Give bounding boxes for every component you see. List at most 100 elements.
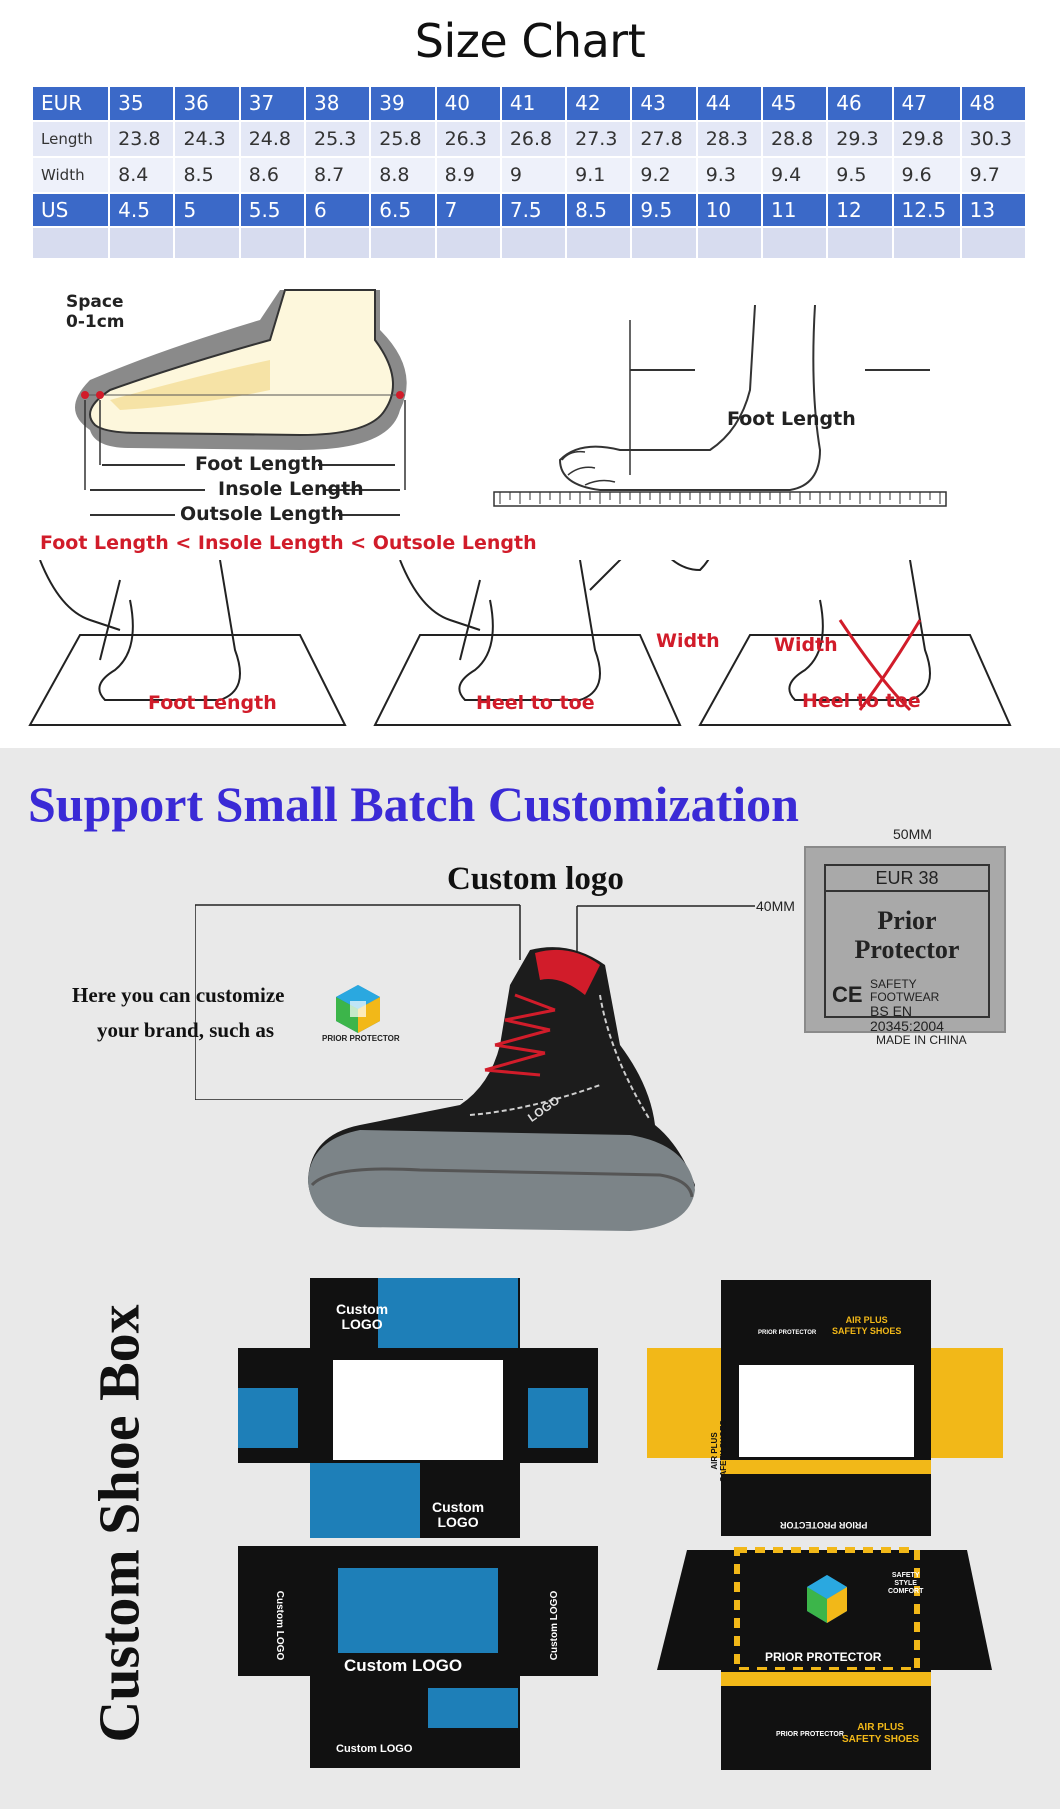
foot-ruler-illustration [493,304,947,507]
step-illustrations [28,560,1012,726]
size-label-card: EUR 38 Prior Protector CE SAFETY FOOTWEA… [804,846,1006,1047]
right-box-bottom-air: AIR PLUS SAFETY SHOES [842,1722,920,1745]
table-cell: 35 [110,87,174,120]
table-cell: 37 [240,87,304,120]
table-cell: 9.7 [961,157,1025,192]
right-box-bottom-brand: PRIOR PROTECTOR [776,1731,844,1738]
row-label-us: US [33,193,109,226]
table-cell: 8.7 [306,157,370,192]
table-cell: 29.8 [893,121,960,156]
ce-mark-icon: CE [832,982,863,1007]
table-cell: 8.8 [371,157,435,192]
table-cell: 8.4 [110,157,174,192]
table-cell: 24.3 [175,121,239,156]
right-box-mid-flip: PRIOR PROTECTOR [780,1520,868,1530]
row-label-length: Length [33,121,109,156]
row-label-width: Width [33,157,109,192]
step1-foot-length: Foot Length [148,692,277,714]
table-row-width: Width 8.4 8.5 8.6 8.7 8.8 8.9 9 9.1 9.2 … [33,157,1025,192]
table-cell: 9.4 [762,157,827,192]
right-box-top-brand: PRIOR PROTECTOR [758,1330,817,1336]
table-cell: 5.5 [240,193,304,226]
table-cell: 45 [762,87,827,120]
custom-headline: Support Small Batch Customization [28,776,799,832]
left-box-side-label-l: Custom LOGO [274,1590,286,1661]
brand-small-text: PRIOR PROTECTOR [322,1034,400,1043]
insole-length-label: Insole Length [218,478,364,500]
step4-width: Width [774,634,838,656]
table-cell: 8.5 [175,157,239,192]
left-box-bottom-label: Custom LOGO [336,1743,413,1755]
callout-lines [195,904,755,1100]
foot-length-label: Foot Length [195,453,324,475]
table-cell: 6.5 [371,193,435,226]
table-cell: 11 [762,193,827,226]
space-label: Space 0-1cm [66,292,125,332]
table-row-empty [33,228,1025,258]
left-box-top-label: Custom LOGO [336,1301,389,1332]
table-cell: 8.5 [567,193,631,226]
size-label-brand-1: Prior [877,906,937,935]
brand-logo-icon [336,985,380,1033]
table-row-length: Length 23.8 24.3 24.8 25.3 25.8 26.3 26.… [33,121,1025,156]
shoe-measure-illustration [75,289,407,516]
table-cell: 9.5 [828,157,892,192]
table-cell: 25.3 [306,121,370,156]
row-label-eur: EUR [33,87,109,120]
table-cell: 26.8 [501,121,566,156]
outsole-length-label: Outsole Length [180,503,344,525]
dim-50mm: 50MM [893,826,932,842]
table-cell: 9 [501,157,566,192]
size-label-brand: Prior Protector [826,906,988,964]
size-label-inner: EUR 38 Prior Protector CE SAFETY FOOTWEA… [824,864,990,1047]
table-cell: 43 [632,87,696,120]
size-label-eur: EUR 38 [826,866,988,892]
left-box-side-label-r: Custom LOGO [549,1590,561,1661]
table-cell: 36 [175,87,239,120]
size-label-details: SAFETY FOOTWEAR BS EN 20345:2004 MADE IN… [870,978,988,1047]
dim-40mm: 40MM [756,898,795,914]
right-box-side-air: AIR PLUS SAFETY SHOES [709,1420,728,1482]
custom-side-text-1: Here you can customize [72,983,285,1007]
size-table: EUR 35 36 37 38 39 40 41 42 43 44 45 46 … [31,85,1027,260]
table-cell: 44 [697,87,761,120]
step2-heel-to-toe: Heel to toe [476,692,595,714]
table-cell: 23.8 [110,121,174,156]
safety-boot-illustration [308,947,695,1231]
size-label-line1: SAFETY FOOTWEAR [870,977,940,1004]
table-cell: 25.8 [371,121,435,156]
right-box-dieline [647,1280,1003,1770]
table-cell: 29.3 [828,121,892,156]
shoe-box-vertical-title: Custom Shoe Box [86,1304,152,1743]
table-cell: 9.3 [697,157,761,192]
table-cell: 40 [436,87,500,120]
table-cell: 13 [961,193,1025,226]
table-cell: 24.8 [240,121,304,156]
table-cell: 28.3 [697,121,761,156]
right-box-more-safety: SAFETY STYLE COMFORT [888,1572,924,1595]
foot-length-right-label: Foot Length [727,408,856,430]
size-chart-section: Size Chart EUR 35 36 37 38 39 40 41 42 4… [0,0,1060,748]
table-row-us: US 4.5 5 5.5 6 6.5 7 7.5 8.5 9.5 10 11 1… [33,193,1025,226]
left-box-main-label: Custom LOGO [344,1656,463,1675]
table-cell: 8.6 [240,157,304,192]
step3-width: Width [656,630,720,652]
table-cell: 8.9 [436,157,500,192]
table-cell: 10 [697,193,761,226]
table-cell: 7 [436,193,500,226]
length-comparison: Foot Length < Insole Length < Outsole Le… [40,532,537,554]
table-cell: 42 [567,87,631,120]
size-label-brand-2: Protector [854,935,960,964]
table-cell: 27.3 [567,121,631,156]
table-cell: 9.2 [632,157,696,192]
table-cell: 38 [306,87,370,120]
left-box-dieline [238,1278,598,1768]
table-cell: 46 [828,87,892,120]
table-cell: 4.5 [110,193,174,226]
table-cell: 7.5 [501,193,566,226]
left-box-mid-label: Custom LOGO [432,1499,485,1530]
table-cell: 9.5 [632,193,696,226]
table-cell: 26.3 [436,121,500,156]
custom-logo-title: Custom logo [447,861,624,897]
table-cell: 48 [961,87,1025,120]
